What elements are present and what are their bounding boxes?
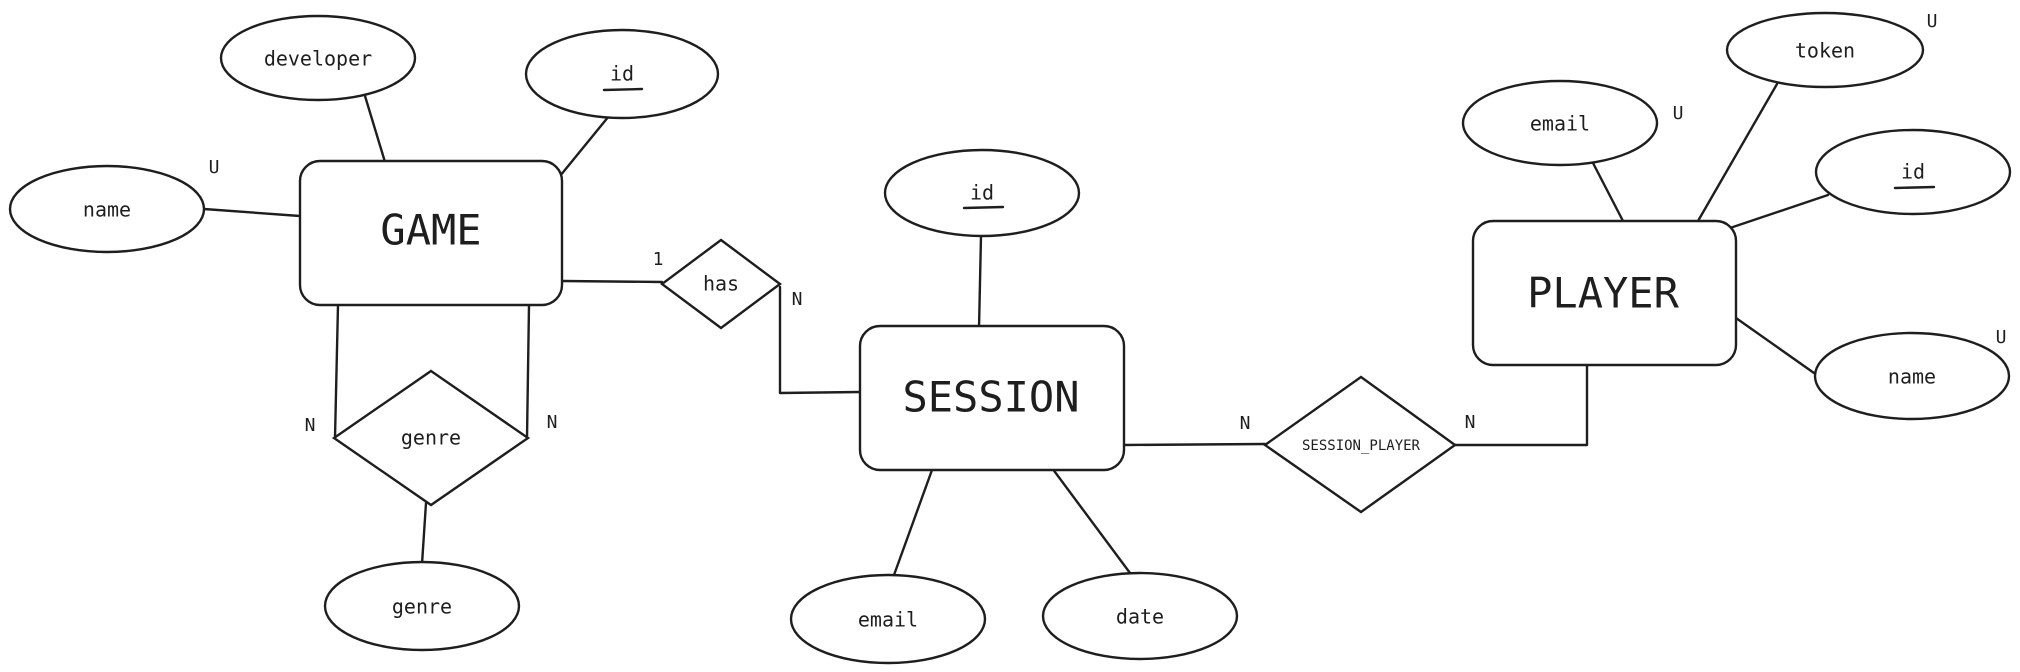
line-game-genre-left <box>333 303 340 440</box>
relationship-genre[interactable]: genre <box>331 369 531 507</box>
connector-lines <box>202 82 1830 577</box>
cardinality-sp-session: N <box>1240 413 1251 434</box>
entity-game-label: GAME <box>380 206 481 255</box>
key-underline <box>1893 185 1936 190</box>
cardinality-has-game: 1 <box>653 249 664 270</box>
cardinality-sp-player: N <box>1465 412 1476 433</box>
unique-marker: U <box>209 157 220 178</box>
relationship-has[interactable]: has <box>659 238 783 330</box>
attr-player-token[interactable]: token <box>1725 11 1925 89</box>
relationship-session-player[interactable]: SESSION_PLAYER <box>1262 375 1458 514</box>
attr-game-developer-label: developer <box>264 47 372 71</box>
attr-session-id[interactable]: id <box>883 148 1081 238</box>
line-genre-attr <box>420 501 428 566</box>
line-game-id <box>558 114 611 178</box>
line-session-email <box>892 468 934 577</box>
attr-player-name-label: name <box>1888 365 1936 389</box>
attr-genre[interactable]: genre <box>323 560 521 652</box>
unique-marker: U <box>1927 11 1938 32</box>
attr-player-id[interactable]: id <box>1814 128 2012 216</box>
unique-marker: U <box>1996 327 2007 348</box>
entity-session-label: SESSION <box>902 373 1079 422</box>
cardinality-labels: U 1 N N N N N U U U <box>209 11 2007 436</box>
cardinality-genre-left: N <box>305 415 316 436</box>
attr-game-id[interactable]: id <box>524 28 720 120</box>
entity-game[interactable]: GAME <box>298 159 564 307</box>
line-session-date <box>1050 466 1132 575</box>
line-has-session <box>778 285 862 395</box>
attr-session-date-label: date <box>1116 605 1164 629</box>
entity-session[interactable]: SESSION <box>858 324 1126 472</box>
line-player-name <box>1734 316 1816 375</box>
line-session-sp <box>1122 442 1267 447</box>
unique-marker: U <box>1673 103 1684 124</box>
attr-genre-label: genre <box>392 595 452 619</box>
attr-game-developer[interactable]: developer <box>219 14 417 102</box>
cardinality-genre-right: N <box>547 412 558 433</box>
attr-game-name-label: name <box>83 198 131 222</box>
cardinality-has-session: N <box>792 289 803 310</box>
line-sp-player <box>1453 364 1589 447</box>
line-player-token <box>1696 82 1779 223</box>
line-game-has <box>560 279 664 284</box>
attr-game-id-label: id <box>610 62 634 86</box>
attr-session-email[interactable]: email <box>789 573 987 665</box>
entity-player-label: PLAYER <box>1527 269 1679 318</box>
attr-player-token-label: token <box>1795 39 1855 63</box>
entity-player[interactable]: PLAYER <box>1471 219 1738 367</box>
attr-player-email-label: email <box>1530 112 1590 136</box>
attr-session-id-label: id <box>970 181 994 205</box>
line-game-developer <box>363 94 387 164</box>
key-underline <box>962 205 1005 210</box>
relationship-genre-label: genre <box>401 426 461 450</box>
attr-game-name[interactable]: name <box>8 164 206 254</box>
line-player-id <box>1725 193 1830 231</box>
attr-session-email-label: email <box>858 608 918 632</box>
relationship-has-label: has <box>703 272 739 296</box>
attr-player-id-label: id <box>1901 160 1925 184</box>
line-game-genre-right <box>525 303 531 440</box>
attr-session-date[interactable]: date <box>1041 571 1239 661</box>
line-game-name <box>202 207 302 218</box>
attr-player-email[interactable]: email <box>1461 79 1659 167</box>
attr-player-name[interactable]: name <box>1813 331 2011 421</box>
line-player-email <box>1591 161 1625 223</box>
relationship-session-player-label: SESSION_PLAYER <box>1302 438 1421 454</box>
line-session-id <box>977 234 983 330</box>
key-underline <box>602 87 644 92</box>
